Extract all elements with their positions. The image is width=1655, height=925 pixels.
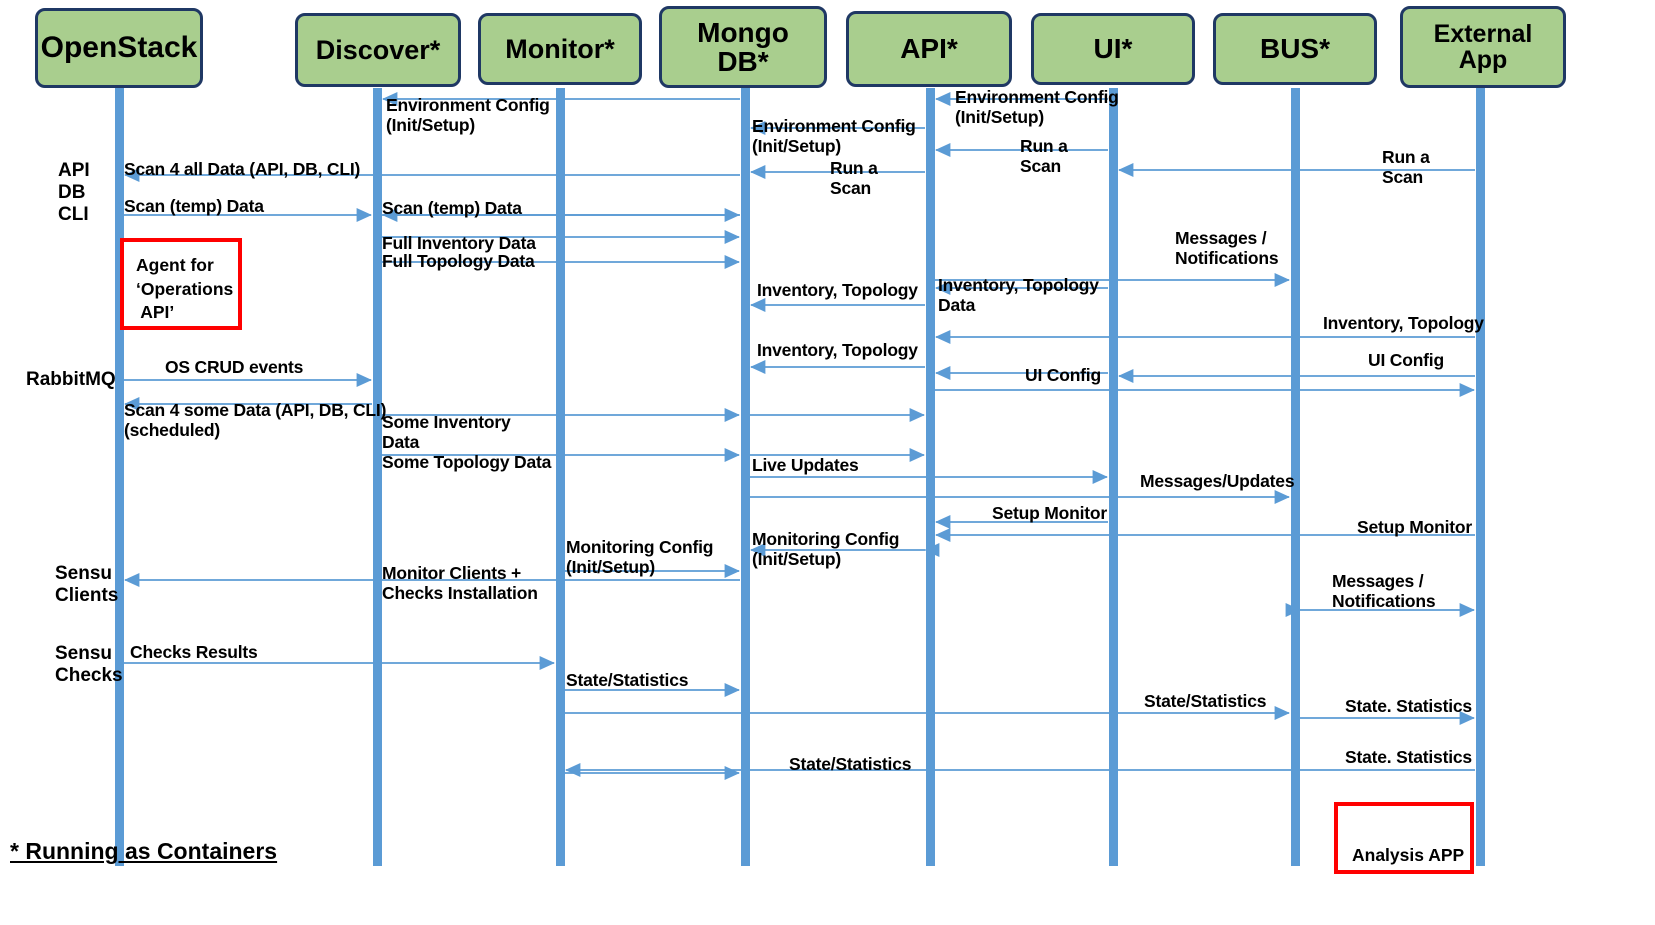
side-label-sensu-clients: Sensu Clients — [55, 563, 119, 606]
actor-box-monitor[interactable]: Monitor* — [478, 13, 642, 85]
message-label-m13: Messages / Notifications — [1175, 228, 1279, 268]
message-label-m14: Inventory, Topology — [757, 280, 918, 300]
side-label-sensu-checks: Sensu Checks — [55, 643, 123, 686]
message-label-m17: Inventory, Topology — [757, 340, 918, 360]
message-label-m08: Scan (temp) Data — [124, 196, 264, 216]
callout-text-agent-operations-api: Agent for ‘Operations API’ — [136, 255, 234, 323]
message-label-m01: Environment Config (Init/Setup) — [386, 95, 550, 135]
actor-box-bus[interactable]: BUS* — [1213, 13, 1377, 85]
actor-label-mongodb: Mongo — [697, 16, 789, 48]
message-label-m29: Setup Monitor — [992, 503, 1108, 523]
actor-label-externalapp: External — [1433, 19, 1533, 48]
actor-box-discover[interactable]: Discover* — [295, 13, 461, 87]
side-label-rabbitmq: RabbitMQ — [26, 369, 116, 390]
message-label-m23: Some Inventory Data — [382, 412, 511, 452]
message-label-m12: Full Topology Data — [382, 251, 535, 271]
actor-label-openstack: OpenStack — [40, 31, 198, 65]
actor-label-discover: Discover* — [315, 34, 441, 65]
message-label-m22: Scan 4 some Data (API, DB, CLI) (schedul… — [124, 400, 387, 440]
actor-label-mongodb: DB* — [717, 46, 769, 77]
actor-label-externalapp: App — [1458, 46, 1508, 74]
message-label-m37: State/Statistics — [1144, 691, 1267, 711]
callout-analysis-app: Analysis APP — [1334, 802, 1474, 874]
side-label-api-db-cli: API DB CLI — [58, 160, 90, 225]
message-label-m30: Setup Monitor — [1357, 517, 1473, 537]
message-label-m25: Some Topology Data — [382, 452, 552, 472]
message-label-m04: Run a Scan — [1020, 136, 1068, 176]
actor-label-bus: BUS* — [1259, 33, 1330, 65]
lifeline-ui — [1109, 88, 1118, 866]
message-label-m31: Monitoring Config (Init/Setup) — [752, 529, 900, 569]
lifeline-externalapp — [1476, 88, 1485, 866]
actor-box-openstack[interactable]: OpenStack — [35, 8, 203, 88]
message-label-m36: State/Statistics — [566, 670, 689, 690]
message-label-m15: Inventory, Topology Data — [938, 275, 1099, 315]
lifeline-monitor — [556, 88, 565, 866]
lifeline-discover — [373, 88, 382, 866]
footnote-running-as-containers: * Running as Containers — [10, 838, 278, 864]
message-label-m38: State. Statistics — [1345, 696, 1472, 716]
actor-label-monitor: Monitor* — [505, 33, 615, 64]
message-label-m40: State. Statistics — [1345, 747, 1472, 767]
message-label-m02: Environment Config (Init/Setup) — [955, 87, 1119, 127]
message-label-m28: Messages/Updates — [1140, 471, 1295, 491]
message-label-m07: Scan 4 all Data (API, DB, CLI) — [124, 159, 361, 179]
message-label-m05: Run a Scan — [1382, 147, 1430, 187]
message-label-m20: OS CRUD events — [165, 357, 304, 377]
lifeline-api — [926, 88, 935, 866]
callout-text-analysis-app: Analysis APP — [1352, 845, 1465, 865]
message-label-m18: UI Config — [1025, 365, 1101, 385]
actor-box-api[interactable]: API* — [846, 11, 1012, 87]
actor-label-api: API* — [900, 33, 958, 65]
message-label-m32: Monitoring Config (Init/Setup) — [566, 537, 714, 577]
message-label-m11: Full Inventory Data — [382, 233, 536, 253]
message-label-m03: Environment Config (Init/Setup) — [752, 116, 916, 156]
message-label-m19: UI Config — [1368, 350, 1444, 370]
lifeline-mongodb — [741, 88, 750, 866]
message-label-m27: Live Updates — [752, 455, 859, 475]
message-label-m33: Monitor Clients + Checks Installation — [382, 563, 538, 603]
callout-agent-operations-api: Agent for ‘Operations API’ — [120, 238, 242, 330]
lifeline-bus — [1291, 88, 1300, 866]
actor-label-ui: UI* — [1093, 33, 1133, 65]
message-label-m16: Inventory, Topology — [1323, 313, 1484, 333]
lifeline-openstack — [115, 88, 124, 866]
actor-box-ui[interactable]: UI* — [1031, 13, 1195, 85]
message-label-m34: Messages / Notifications — [1332, 571, 1436, 611]
message-label-m09: Scan (temp) Data — [382, 198, 522, 218]
message-label-m39: State/Statistics — [789, 754, 912, 774]
message-label-m06: Run a Scan — [830, 158, 878, 198]
message-label-m35: Checks Results — [130, 642, 258, 662]
